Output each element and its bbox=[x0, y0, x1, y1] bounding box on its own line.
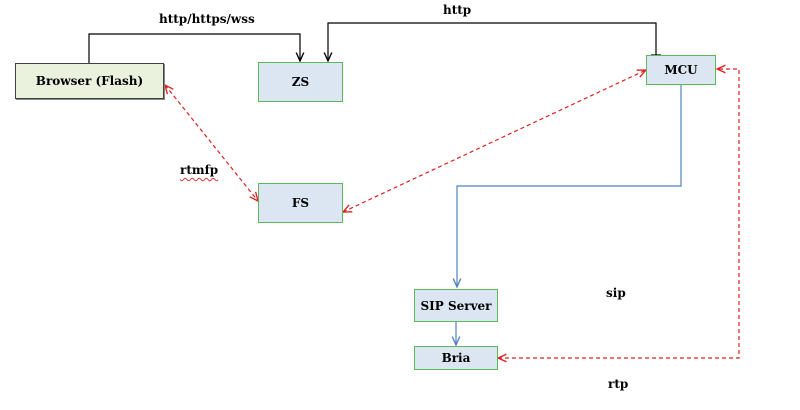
rtmfp-connector bbox=[165, 85, 258, 201]
http-label: http bbox=[443, 3, 472, 17]
bria-node: Bria bbox=[414, 346, 498, 370]
sip-connector bbox=[457, 84, 682, 287]
browser-flash-label: Browser (Flash) bbox=[35, 74, 144, 88]
mcu-label: MCU bbox=[664, 63, 698, 77]
browser-flash-node: Browser (Flash) bbox=[15, 63, 164, 99]
zs-node: ZS bbox=[258, 62, 343, 102]
sip-label: sip bbox=[606, 286, 626, 300]
fs-mcu-connector bbox=[343, 70, 646, 212]
fs-label: FS bbox=[291, 196, 310, 210]
sip-server-node: SIP Server bbox=[414, 289, 498, 322]
sip-server-label: SIP Server bbox=[420, 298, 492, 313]
mcu-node: MCU bbox=[646, 55, 716, 85]
rtp-connector bbox=[498, 69, 740, 358]
bria-label: Bria bbox=[441, 351, 471, 365]
rtmfp-label: rtmfp bbox=[180, 163, 219, 177]
fs-node: FS bbox=[258, 183, 343, 223]
http-https-wss-connector bbox=[88, 33, 300, 63]
http-https-wss-label: http/https/wss bbox=[159, 12, 255, 26]
rtp-label: rtp bbox=[608, 377, 629, 391]
zs-label: ZS bbox=[291, 75, 310, 89]
http-connector bbox=[328, 22, 657, 61]
